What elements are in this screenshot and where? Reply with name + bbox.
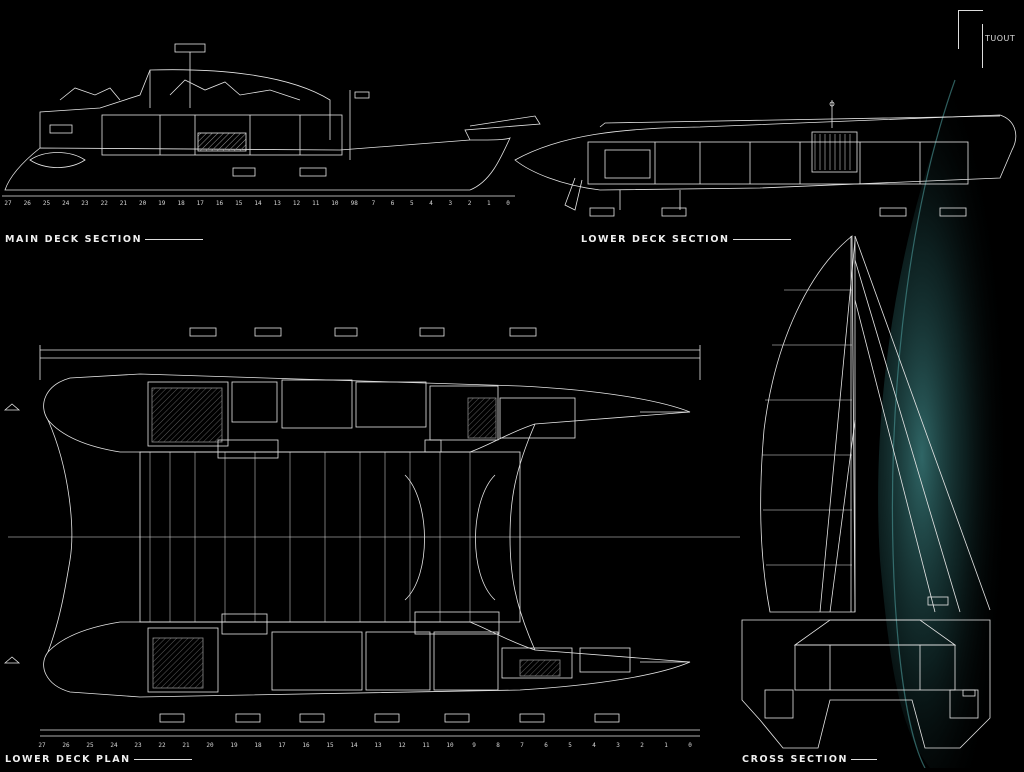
main-deck-section-drawing (2, 43, 541, 197)
frame-number: 12 (293, 200, 301, 207)
frame-number: 0 (506, 200, 510, 207)
frame-number: 27 (4, 200, 12, 207)
logo-mark-stroke (966, 24, 983, 68)
frame-number: 20 (206, 742, 214, 749)
frame-number: 4 (429, 200, 433, 207)
frame-number: 10 (331, 200, 339, 207)
frame-number: 5 (568, 742, 572, 749)
frame-number: 16 (302, 742, 310, 749)
frame-number: 15 (235, 200, 243, 207)
frame-number: 0 (688, 742, 692, 749)
frame-number: 2 (640, 742, 644, 749)
frame-number: 14 (350, 742, 358, 749)
cross-section-label: CROSS SECTION (742, 754, 877, 765)
frame-number: 6 (544, 742, 548, 749)
frame-number: 19 (158, 200, 166, 207)
lower-deck-section-drawing (514, 100, 1017, 217)
frame-number: 18 (177, 200, 185, 207)
teal-swoosh (878, 75, 1024, 769)
frame-number: 22 (101, 200, 109, 207)
frame-number: 17 (197, 200, 205, 207)
frame-number: 13 (374, 742, 382, 749)
frame-number: 7 (520, 742, 524, 749)
studio-logo: TUOUT (958, 10, 1016, 68)
frame-number: 13 (274, 200, 282, 207)
lower-deck-section-label: LOWER DECK SECTION (581, 234, 791, 245)
frame-number: 25 (43, 200, 51, 207)
logo-text: TUOUT (985, 34, 1016, 43)
frame-number: 26 (62, 742, 70, 749)
frame-number: 7 (372, 200, 376, 207)
frame-number: 12 (398, 742, 406, 749)
frame-number: 10 (446, 742, 454, 749)
frame-number: 23 (134, 742, 142, 749)
frame-number: 21 (120, 200, 128, 207)
frame-number: 11 (312, 200, 320, 207)
frame-number: 6 (391, 200, 395, 207)
frame-number: 18 (254, 742, 262, 749)
frame-number: 14 (254, 200, 262, 207)
frame-number: 19 (230, 742, 238, 749)
frame-number: 15 (326, 742, 334, 749)
frame-number: 11 (422, 742, 430, 749)
main-deck-section-label: MAIN DECK SECTION (5, 234, 203, 245)
lower-deck-plan-drawing (3, 327, 740, 737)
frame-number: 25 (86, 742, 94, 749)
logo-mark (958, 10, 983, 49)
frame-number: 1 (664, 742, 668, 749)
frame-number: 27 (38, 742, 46, 749)
frame-number: 17 (278, 742, 286, 749)
frame-number: 9 (472, 742, 476, 749)
frame-number: 5 (410, 200, 414, 207)
frame-number: 22 (158, 742, 166, 749)
frame-number: 20 (139, 200, 147, 207)
frame-number: 26 (24, 200, 32, 207)
frame-number: 8 (496, 742, 500, 749)
frame-number: 16 (216, 200, 224, 207)
frame-number: 23 (81, 200, 89, 207)
frame-number: 2 (468, 200, 472, 207)
frame-number: 4 (592, 742, 596, 749)
frame-number: 24 (62, 200, 70, 207)
lower-deck-plan-label: LOWER DECK PLAN (5, 754, 192, 765)
frame-number: 98 (351, 200, 359, 207)
frame-number: 3 (616, 742, 620, 749)
cross-section-rig-drawing (741, 235, 991, 749)
frame-number: 1 (487, 200, 491, 207)
frame-number: 24 (110, 742, 118, 749)
frame-number: 3 (448, 200, 452, 207)
frame-number: 21 (182, 742, 190, 749)
